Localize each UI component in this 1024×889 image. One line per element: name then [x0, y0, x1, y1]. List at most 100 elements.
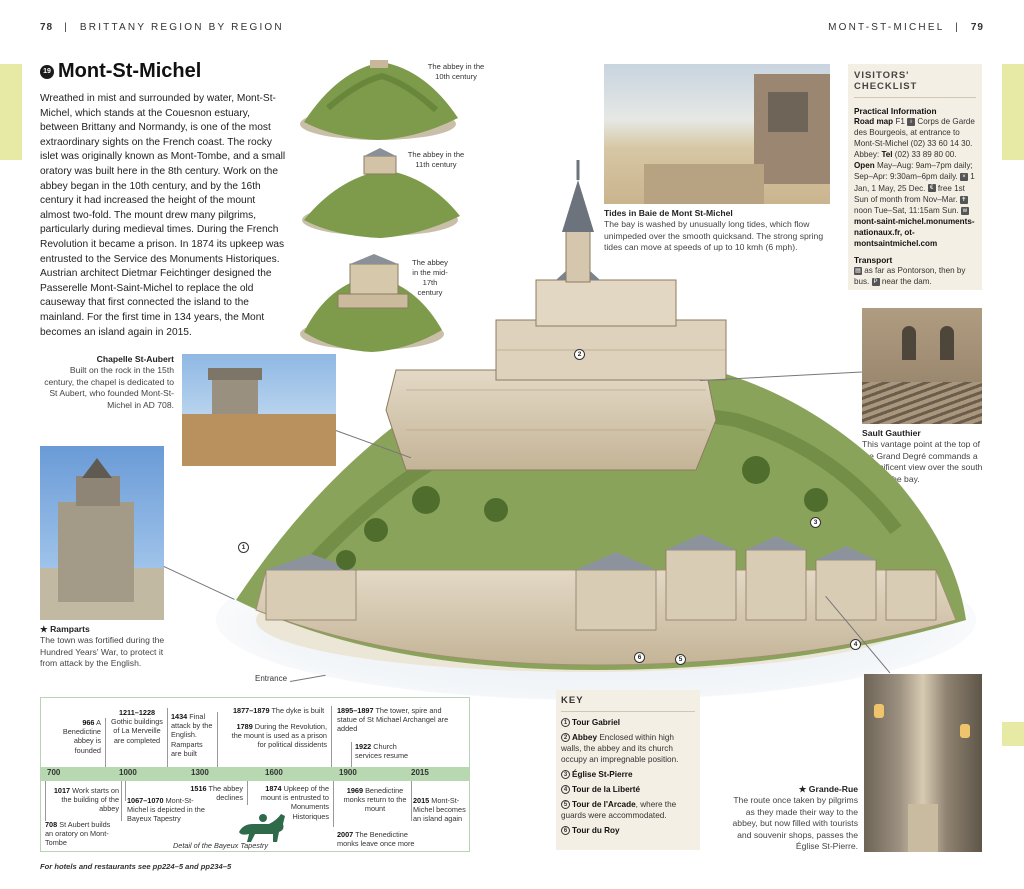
marker-2-abbey: 2	[574, 349, 585, 360]
timeline-year: 1600	[265, 768, 283, 777]
key-item-name: Tour du Roy	[572, 826, 620, 835]
key-item-desc: Enclosed within high walls, the abbey an…	[561, 733, 679, 764]
event-text: The tower, spire and statue of St Michae…	[337, 706, 449, 734]
left-chapter-tab	[0, 64, 22, 160]
mont-st-michel-cutaway-illustration	[216, 160, 976, 700]
event-text: Upkeep of the mount is entrusted to Monu…	[260, 784, 329, 821]
website-icon: w	[960, 206, 969, 215]
event-text: During the Revolution, the mount is used…	[231, 722, 327, 750]
event-text: A Benedictine abbey is founded	[62, 718, 101, 755]
event-year: 1516	[190, 784, 207, 793]
header-divider: |	[64, 22, 69, 33]
timeline-event: 1434 Final attack by the English. Rampar…	[171, 712, 213, 758]
timeline-year: 1900	[339, 768, 357, 777]
event-text: Benedictine monks return to the mount	[343, 786, 407, 814]
timeline-tick	[125, 781, 126, 801]
tel-value: (02) 33 89 80 00.	[894, 150, 957, 160]
road-map-label: Road map	[854, 117, 894, 126]
key-title: KEY	[561, 695, 695, 712]
transport-text: ▤ as far as Pontorson, then by bus. P ne…	[854, 265, 976, 287]
event-year: 2007	[337, 830, 354, 839]
event-year: 1789	[236, 722, 253, 731]
chapelle-caption-title: Chapelle St-Aubert	[96, 354, 174, 364]
chapelle-st-aubert-photo	[182, 354, 336, 466]
ramparts-photo	[40, 446, 164, 620]
timeline-tick	[45, 781, 46, 821]
tapestry-caption: Detail of the Bayeux Tapestry	[173, 841, 269, 850]
event-year: 1922	[355, 742, 372, 751]
event-year: 966	[82, 718, 95, 727]
timeline-year: 1300	[191, 768, 209, 777]
timeline-event: 1516 The abbey declines	[189, 784, 243, 802]
timeline-bar	[41, 767, 469, 781]
timeline-event: 1067–1070 Mont-St-Michel is depicted in …	[127, 796, 209, 824]
event-text: St Aubert builds an oratory on Mont-Tomb…	[45, 820, 111, 848]
closed-days: 1 Jan, 1 May, 25 Dec.	[854, 172, 975, 193]
key-number: 5	[561, 800, 570, 809]
left-running-header: 78 | BRITTANY REGION BY REGION	[40, 22, 284, 33]
event-text: The Benedictine monks leave once more	[337, 830, 415, 849]
parking-icon: P	[871, 278, 880, 287]
bayeux-tapestry-horse-icon	[239, 814, 285, 842]
timeline-tick	[247, 781, 248, 805]
transport-train-text: as far as Pontorson, then by bus.	[854, 266, 966, 287]
timeline-event: 1874 Upkeep of the mount is entrusted to…	[257, 784, 329, 821]
website-links[interactable]: mont-saint-michel.monuments-nationaux.fr…	[854, 216, 975, 249]
event-year: 1434	[171, 712, 188, 721]
timeline-event: 1922 Church services resume	[355, 742, 415, 760]
event-text: The dyke is built	[271, 706, 325, 715]
grande-rue-photo	[864, 674, 982, 852]
key-number: 3	[561, 770, 570, 779]
timeline-event: 1789 During the Revolution, the mount is…	[231, 722, 327, 750]
tides-caption: Tides in Baie de Mont St-Michel The bay …	[604, 208, 840, 254]
tourist-info-text: Corps de Garde des Bourgeois, at entranc…	[854, 117, 975, 149]
event-year: 1895–1897	[337, 706, 374, 715]
page-title: Mont-St-Michel	[58, 60, 202, 82]
transport-heading: Transport	[854, 255, 893, 266]
practical-info-heading: Practical Information	[854, 106, 937, 116]
label-17th-century: The abbey in the mid-17th century	[412, 258, 448, 297]
chapelle-caption-text: Built on the rock in the 15th century, t…	[44, 365, 174, 410]
marker-6-tour-du-roy: 6	[634, 652, 645, 663]
abbey-label: Abbey:	[854, 150, 880, 160]
right-edge-tab	[1002, 722, 1024, 746]
event-year: 2015	[413, 796, 430, 805]
mass-icon: ✝	[959, 195, 968, 204]
tides-caption-title: Tides in Baie de Mont St-Michel	[604, 208, 733, 218]
tides-caption-text: The bay is washed by unusually long tide…	[604, 219, 824, 253]
label-11th-century: The abbey in the 11th century	[407, 150, 465, 169]
grande-rue-caption-title: ★ Grande-Rue	[798, 784, 858, 794]
timeline-year: 2015	[411, 768, 429, 777]
ramparts-caption: ★ Ramparts The town was fortified during…	[40, 624, 180, 670]
event-year: 1874	[265, 784, 282, 793]
event-text: Final attack by the English. Ramparts ar…	[171, 712, 213, 758]
right-page-number: 79	[970, 22, 984, 33]
right-section-title: MONT-ST-MICHEL	[828, 22, 945, 33]
marker-4-tour-liberte: 4	[850, 639, 861, 650]
key-item-name: Tour de l'Arcade	[572, 800, 636, 809]
event-text: Mont-St-Michel becomes an island again	[413, 796, 466, 824]
event-text: Church services resume	[355, 742, 409, 761]
open-label: Open	[854, 161, 875, 171]
event-text: Gothic buildings of La Merveille are com…	[111, 717, 163, 745]
event-text: Work starts on the building of the abbey	[61, 786, 119, 814]
tides-photo	[604, 64, 830, 204]
timeline-year: 1000	[119, 768, 137, 777]
event-year: 1969	[346, 786, 364, 795]
timeline-event: 1969 Benedictine monks return to the mou…	[341, 786, 409, 814]
key-item-name: Abbey	[572, 733, 598, 742]
event-year: 1211–1228	[118, 708, 156, 717]
abbey-10th-century-illustration	[300, 60, 458, 140]
chapelle-caption: Chapelle St-Aubert Built on the rock in …	[40, 354, 174, 411]
timeline-event: 1895–1897 The tower, spire and statue of…	[337, 706, 463, 734]
visitors-checklist-panel: VISITORS' CHECKLIST Practical Informatio…	[848, 64, 982, 290]
free-icon: €	[927, 184, 936, 193]
key-item-desc: , where the guards were accommodated.	[561, 800, 677, 820]
mass-times: noon Tue–Sat, 11:15am Sun.	[854, 205, 959, 215]
timeline-event: 1017 Work starts on the building of the …	[51, 786, 119, 814]
sault-caption-title: Sault Gauthier	[862, 428, 921, 438]
right-chapter-tab	[1002, 64, 1024, 160]
abbey-11th-century-illustration	[302, 148, 460, 238]
